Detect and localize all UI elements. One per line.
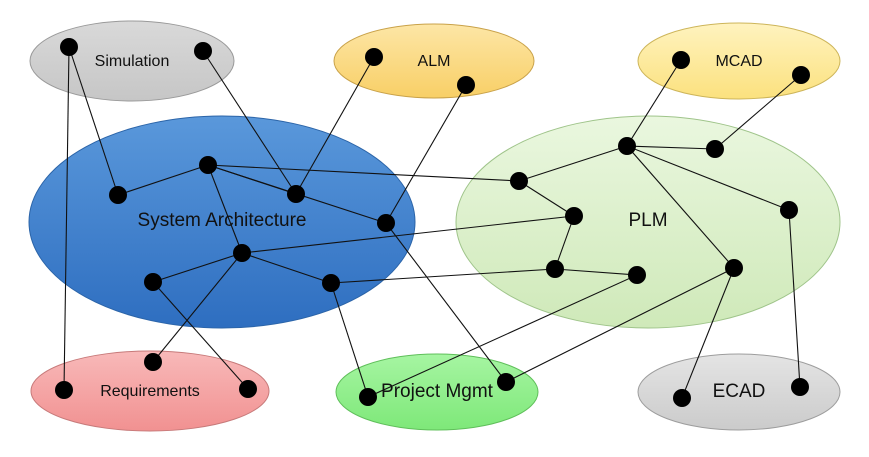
connection-lines	[63, 46, 802, 399]
connection-line-sa_d-pm2	[385, 222, 507, 383]
alm-label: ALM	[418, 53, 451, 70]
node-plm-h	[725, 259, 743, 277]
mcad-label: MCAD	[715, 53, 762, 70]
node-mcad1	[672, 51, 690, 69]
project-mgmt-label: Project Mgmt	[381, 381, 494, 402]
simulation-label: Simulation	[95, 53, 170, 70]
connection-line-plm_b-plm_f	[626, 145, 790, 211]
node-sa-c	[287, 185, 305, 203]
ecad-ellipse	[637, 353, 841, 431]
connection-line-plm_b-mcad1	[626, 59, 682, 147]
connection-line-alm2-sa_d	[385, 84, 467, 224]
connection-line-plm_h-ecad1	[681, 267, 735, 399]
connection-line-plm_e-pm1	[367, 274, 638, 398]
node-sa-d	[377, 214, 395, 232]
connection-line-sa_b-plm_a	[207, 164, 520, 182]
connection-line-sim2-sa_c	[202, 50, 297, 195]
node-sim2	[194, 42, 212, 60]
connection-line-sa_g-plm_d	[330, 268, 556, 284]
system-architecture-label: System Architecture	[138, 210, 307, 231]
connection-line-sa_e-plm_c	[241, 215, 575, 254]
project-mgmt-ellipse	[335, 353, 539, 431]
node-mcad2	[792, 66, 810, 84]
mcad-ellipse	[637, 22, 841, 100]
node-plm-c	[565, 207, 583, 225]
alm-ellipse	[333, 23, 535, 99]
node-sim1	[60, 38, 78, 56]
connection-line-sim1-sa_a	[68, 46, 119, 196]
node-alm1	[365, 48, 383, 66]
connection-line-sa_e-sa_g	[241, 252, 332, 284]
node-pm1	[359, 388, 377, 406]
node-req2	[144, 353, 162, 371]
node-plm-a	[510, 172, 528, 190]
node-plm-e	[628, 266, 646, 284]
connection-line-plm_d-plm_e	[554, 268, 638, 276]
connection-line-plm_f-ecad2	[788, 209, 801, 388]
node-req1	[55, 381, 73, 399]
connection-line-sa_g-pm1	[330, 282, 369, 398]
connection-line-sa_e-req2	[152, 252, 243, 363]
ecad-label: ECAD	[713, 381, 766, 402]
simulation-ellipse	[29, 20, 235, 102]
connection-line-plm_b-plm_h	[626, 145, 735, 269]
system-architecture-ellipse	[28, 115, 416, 329]
requirements-ellipse	[30, 350, 270, 432]
node-plm-d	[546, 260, 564, 278]
connection-line-plm_a-plm_c	[518, 180, 575, 217]
connection-line-plm_h-pm2	[505, 267, 735, 383]
connection-line-sa_a-sa_b	[117, 164, 209, 196]
node-plm-g	[706, 140, 724, 158]
requirements-label: Requirements	[100, 383, 200, 400]
connection-line-sa_b-sa_e	[207, 164, 243, 254]
connection-line-sa_f-req3	[152, 281, 249, 390]
node-pm2	[497, 373, 515, 391]
node-sa-e	[233, 244, 251, 262]
node-ecad2	[791, 378, 809, 396]
node-alm2	[457, 76, 475, 94]
plm-label: PLM	[628, 210, 667, 231]
node-sa-g	[322, 274, 340, 292]
node-plm-f	[780, 201, 798, 219]
connection-line-sa_e-sa_f	[152, 252, 243, 283]
connection-line-plm_g-mcad2	[714, 74, 802, 150]
node-sa-b	[199, 156, 217, 174]
node-sa-a	[109, 186, 127, 204]
node-req3	[239, 380, 257, 398]
node-ecad1	[673, 389, 691, 407]
connection-line-plm_b-plm_g	[626, 145, 716, 150]
connection-line-plm_c-plm_d	[554, 215, 575, 270]
node-plm-b	[618, 137, 636, 155]
connection-nodes	[55, 38, 810, 407]
connection-line-sim1-req1	[63, 46, 70, 391]
node-sa-f	[144, 273, 162, 291]
connection-line-alm1-sa_c	[295, 56, 375, 195]
connection-line-plm_a-plm_b	[518, 145, 628, 182]
